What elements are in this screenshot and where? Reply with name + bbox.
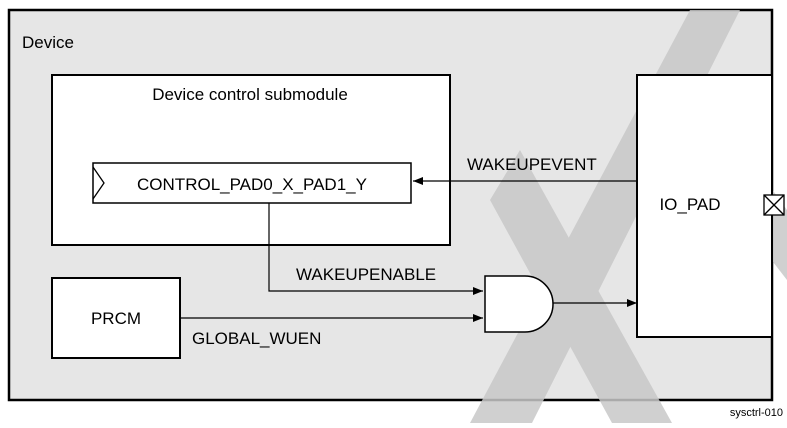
device-label: Device [22, 33, 74, 52]
and-gate-icon [484, 275, 554, 333]
register-box [92, 162, 412, 204]
global-wuen-label: GLOBAL_WUEN [192, 329, 321, 348]
pad-terminal-icon [763, 194, 785, 216]
register-label: CONTROL_PAD0_X_PAD1_Y [137, 175, 367, 194]
prcm-label: PRCM [91, 309, 141, 328]
control-submodule-box [51, 74, 451, 246]
wakeupenable-wire [268, 203, 483, 295]
register-clock-icon [92, 166, 105, 200]
figure-id: sysctrl-010 [730, 407, 783, 419]
prcm-box [51, 277, 181, 359]
wakeupenable-label: WAKEUPENABLE [296, 265, 436, 284]
control-submodule-title: Device control submodule [152, 85, 348, 104]
io-pad-label: IO_PAD [659, 195, 720, 214]
io-pad-box [636, 74, 773, 338]
wakeupevent-label: WAKEUPEVENT [467, 155, 597, 174]
